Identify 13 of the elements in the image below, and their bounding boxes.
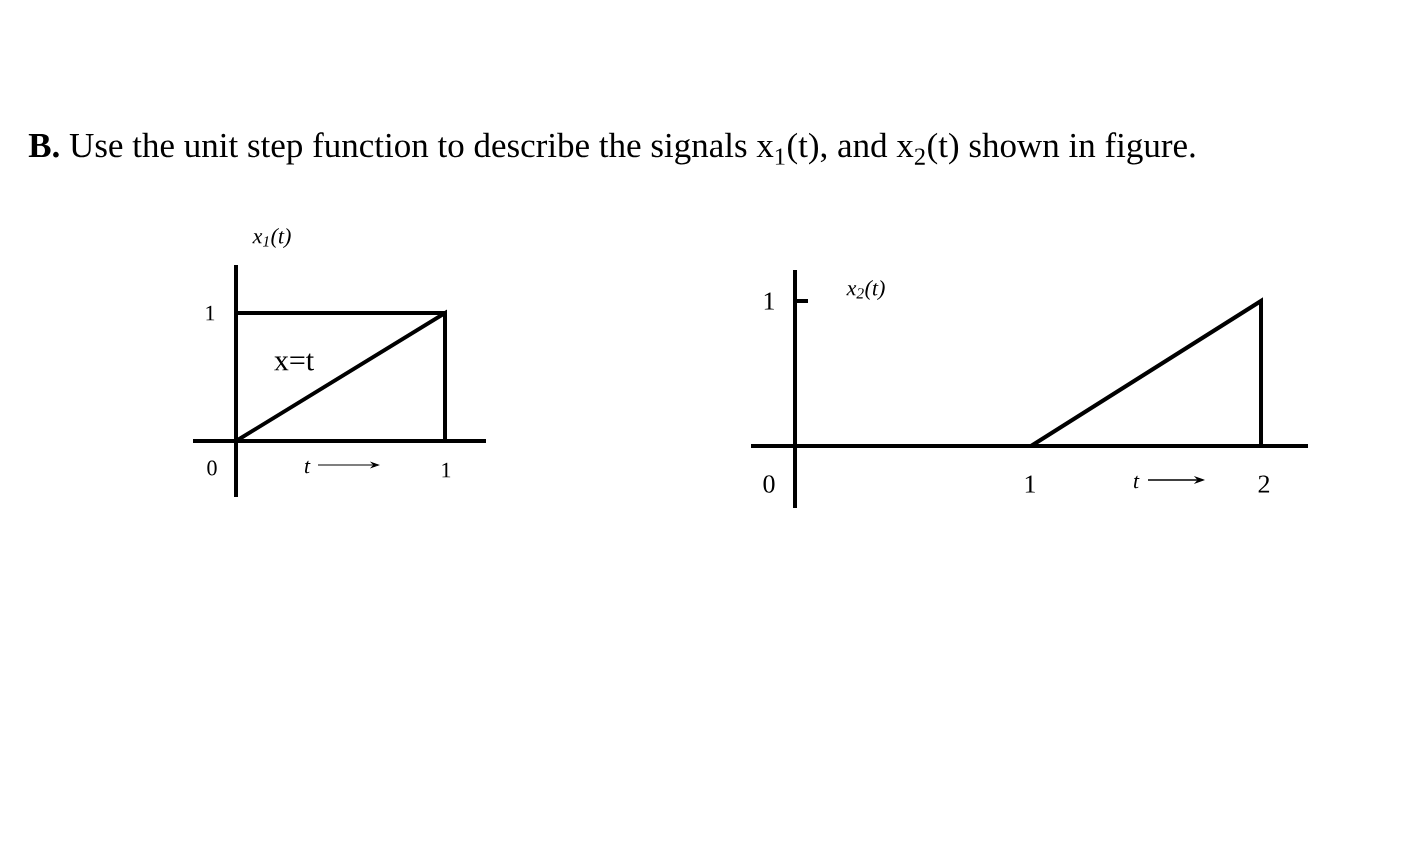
question-text: B. Use the unit step function to describe the signals x$_{1}$(t), and x$_{2}$(t) shown in figure. bbox=[28, 132, 1195, 165]
tick-label: 0 bbox=[763, 475, 775, 493]
function-label: x=t bbox=[274, 353, 314, 371]
tick-label: 2 bbox=[1258, 475, 1270, 493]
tick-label: 1 bbox=[206, 305, 215, 321]
axis-label: x$_{2}$(t) bbox=[846, 280, 885, 300]
tick-label: 1 bbox=[1025, 475, 1035, 493]
axis-label: t bbox=[1133, 475, 1140, 489]
tick-label: 1 bbox=[764, 292, 774, 310]
axis-label: x$_{1}$(t) bbox=[252, 228, 291, 248]
axis-label: t bbox=[304, 460, 311, 474]
tick-label: 1 bbox=[442, 462, 451, 478]
tick-label: 0 bbox=[207, 460, 217, 476]
